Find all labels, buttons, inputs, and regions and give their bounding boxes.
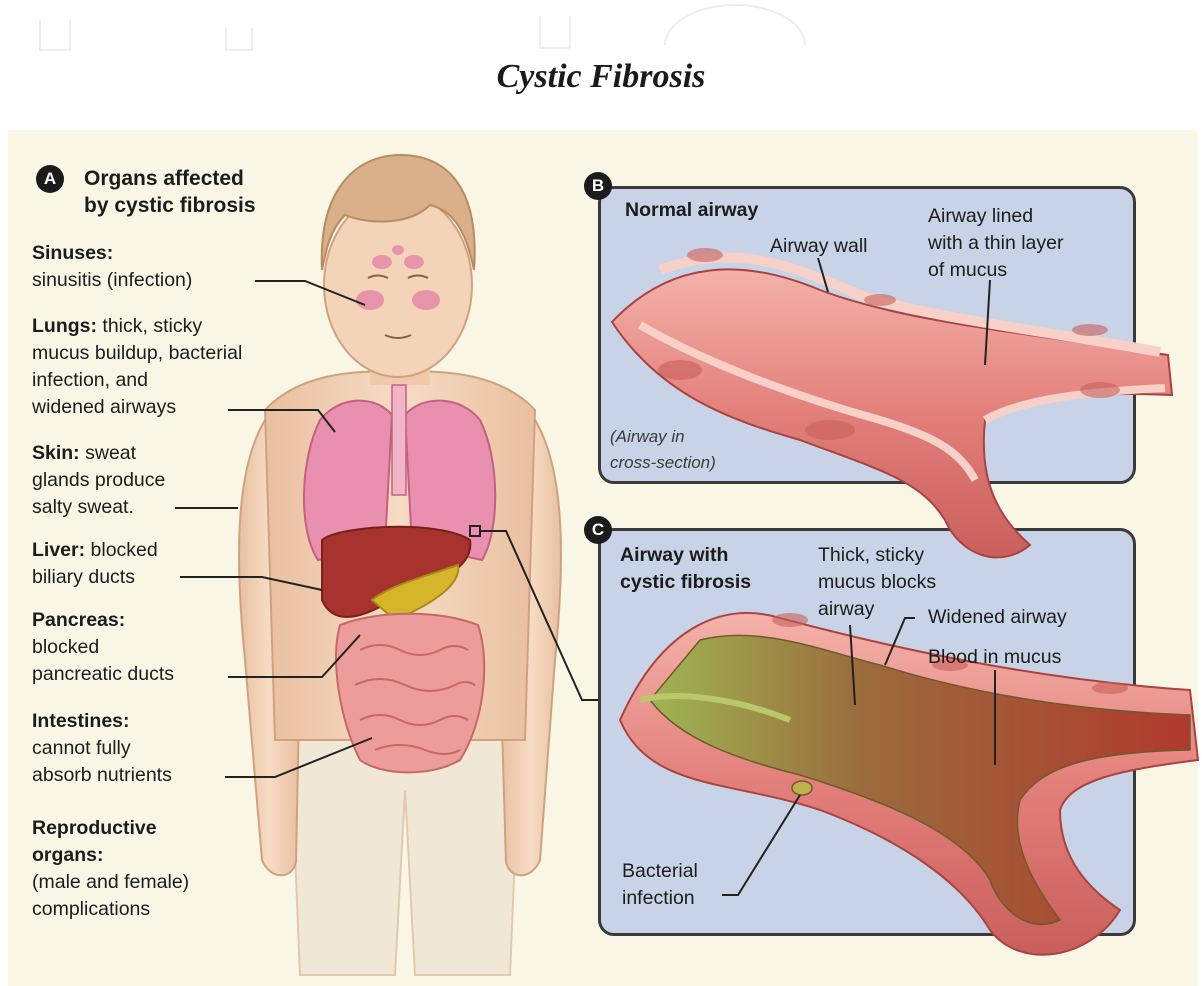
panel-c-heading: Airway with cystic fibrosis [620, 542, 751, 596]
liver-label: Liver: blocked biliary ducts [32, 537, 158, 591]
bacterial-infection-label: Bacterial infection [622, 858, 698, 912]
panel-b-badge: B [584, 172, 612, 200]
watermark-shapes [40, 5, 805, 50]
airway-wall-label: Airway wall [770, 233, 868, 260]
blood-in-mucus-label: Blood in mucus [928, 644, 1061, 671]
normal-airway-tube [612, 248, 1172, 557]
reproductive-label: Reproductive organs: (male and female) c… [32, 815, 189, 923]
intestines-label: Intestines: cannot fully absorb nutrient… [32, 708, 172, 789]
widened-airway-label: Widened airway [928, 604, 1067, 631]
airway-lined-label: Airway lined with a thin layer of mucus [928, 203, 1063, 284]
panel-a-heading: Organs affected by cystic fibrosis [84, 165, 256, 219]
skin-label: Skin: sweat glands produce salty sweat. [32, 440, 165, 521]
cross-section-note: (Airway in cross-section) [610, 424, 716, 476]
panel-b-heading: Normal airway [625, 197, 758, 224]
cf-airway-tube [620, 613, 1198, 955]
panel-c-badge: C [584, 516, 612, 544]
child-figure [239, 155, 561, 975]
thick-mucus-label: Thick, sticky mucus blocks airway [818, 542, 936, 623]
panel-a-badge: A [36, 165, 64, 193]
sinuses-label: Sinuses: sinusitis (infection) [32, 240, 192, 294]
lungs-label: Lungs: thick, sticky mucus buildup, bact… [32, 313, 242, 421]
pancreas-label: Pancreas: blocked pancreatic ducts [32, 607, 174, 688]
